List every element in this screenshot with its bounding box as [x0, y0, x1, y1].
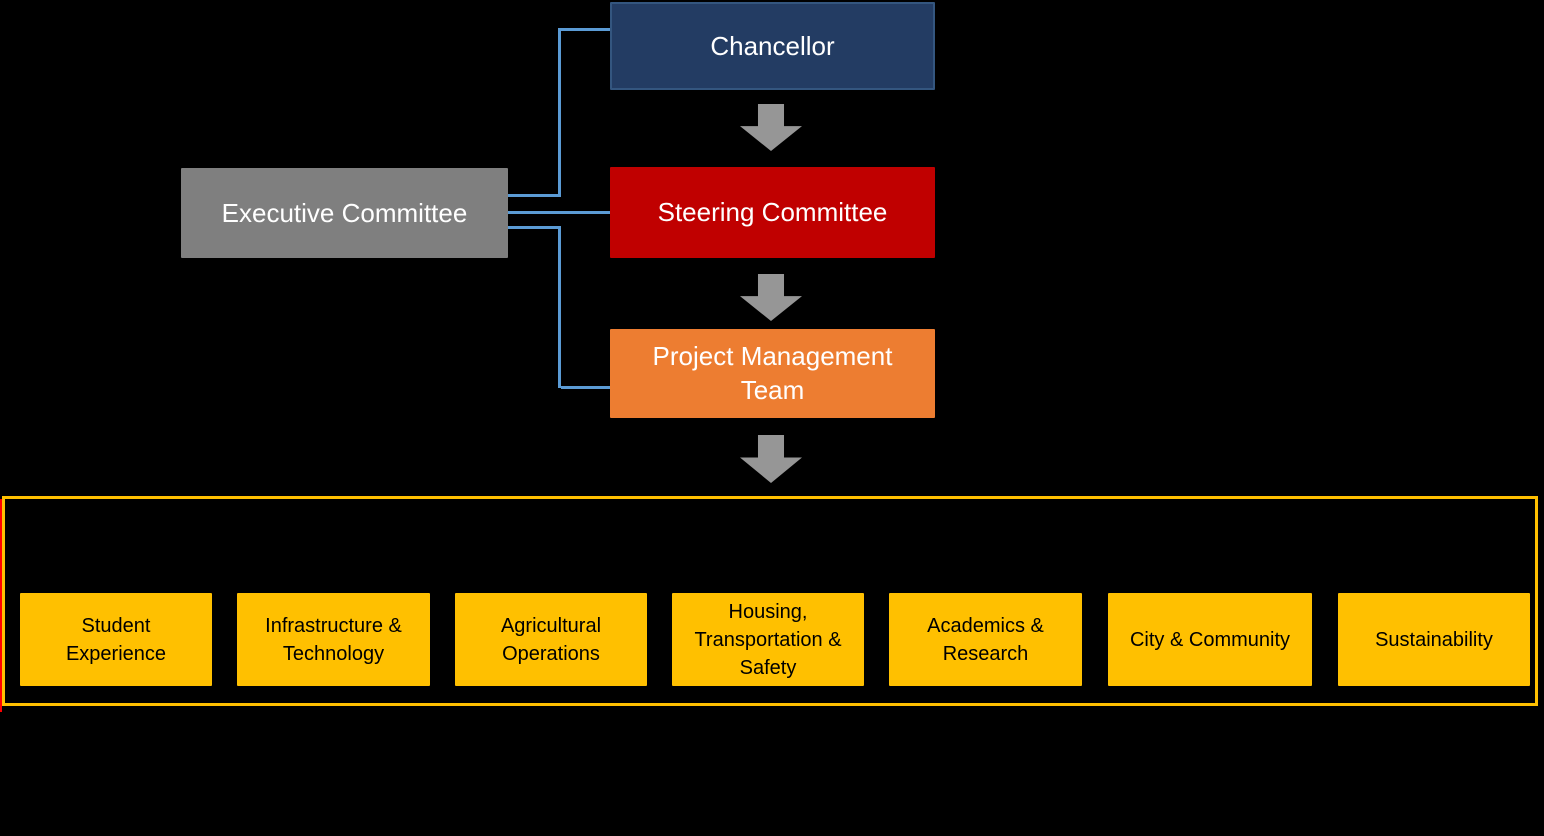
workstream-sustainability: Sustainability	[1338, 593, 1530, 686]
down-arrow-icon	[740, 274, 802, 321]
chancellor-box: Chancellor	[610, 2, 935, 90]
red-accent-line	[0, 499, 2, 712]
project-management-team-box: Project Management Team	[610, 329, 935, 418]
workstream-infrastructure-technology: Infrastructure & Technology	[237, 593, 430, 686]
connector-exec-to-pmt	[558, 226, 561, 388]
connector-exec-to-chancellor	[508, 194, 561, 197]
down-arrow-icon	[740, 104, 802, 151]
executive-committee-box: Executive Committee	[181, 168, 508, 258]
steering-committee-box: Steering Committee	[610, 167, 935, 258]
connector-exec-to-chancellor	[558, 28, 561, 197]
connector-exec-to-pmt	[508, 226, 561, 229]
workstream-student-experience: Student Experience	[20, 593, 212, 686]
down-arrow-icon	[740, 435, 802, 483]
workstream-housing-transportation-safety: Housing, Transportation & Safety	[672, 593, 864, 686]
connector-exec-to-chancellor	[561, 28, 610, 31]
connector-exec-to-steering	[508, 211, 610, 214]
workstream-academics-research: Academics & Research	[889, 593, 1082, 686]
workstream-agricultural-operations: Agricultural Operations	[455, 593, 647, 686]
workstream-city-community: City & Community	[1108, 593, 1312, 686]
connector-exec-to-pmt	[561, 386, 610, 389]
